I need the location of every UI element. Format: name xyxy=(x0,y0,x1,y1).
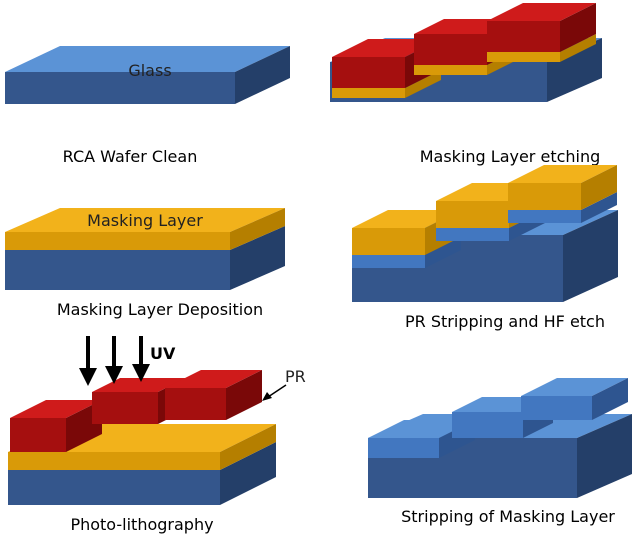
caption-stripping-of-masking-layer: Stripping of Masking Layer xyxy=(401,507,615,526)
panel-masking-layer-etching: Masking Layer etching xyxy=(330,3,602,166)
pr-front-face xyxy=(165,388,226,420)
caption-masking-layer-deposition: Masking Layer Deposition xyxy=(57,300,263,319)
glass-mesa-front xyxy=(452,412,523,438)
pr-front-face xyxy=(487,21,560,52)
caption-rca-wafer-clean: RCA Wafer Clean xyxy=(63,147,198,166)
pr-top-face xyxy=(10,400,102,418)
caption-masking-layer-etching: Masking Layer etching xyxy=(420,147,601,166)
pr-top-face xyxy=(165,370,262,388)
panel-photo-lithography: UV PR Photo-lithography xyxy=(8,336,306,534)
uv-arrow-icon xyxy=(79,336,97,386)
glass-mesa-front xyxy=(352,255,425,268)
glass-mesa-front xyxy=(436,228,509,241)
glass-front-face xyxy=(5,72,235,104)
glass-front-face xyxy=(8,470,220,505)
mask-front-face xyxy=(487,52,560,62)
glass-mesa-front xyxy=(368,438,439,458)
mask-front-face xyxy=(414,65,487,75)
uv-arrow-icon xyxy=(105,336,123,384)
mask-front-face xyxy=(436,201,509,228)
glass-side-face xyxy=(547,38,602,102)
glass-side-face xyxy=(220,442,276,505)
uv-label: UV xyxy=(150,344,176,363)
mask-side-face xyxy=(405,70,441,98)
glass-side-face xyxy=(577,414,632,498)
mask-front-face xyxy=(508,183,581,210)
uv-arrow-icon xyxy=(132,336,150,382)
glass-mesa-side xyxy=(425,237,461,268)
pr-top-face xyxy=(487,3,596,21)
glass-label: Glass xyxy=(128,61,171,80)
pr-pointer-arrow-icon xyxy=(262,384,287,401)
etched-mesa-with-mask xyxy=(508,165,617,223)
photoresist-bar xyxy=(165,370,262,420)
glass-side-face xyxy=(563,210,618,302)
glass-side-face xyxy=(235,46,290,104)
glass-mesa-side xyxy=(592,378,628,420)
glass-mesa-top xyxy=(521,378,628,396)
pr-front-face xyxy=(92,392,158,424)
mask-side-face xyxy=(560,34,596,62)
pr-side-face xyxy=(226,370,262,420)
panel-pr-stripping-hf-etch: PR Stripping and HF etch xyxy=(352,165,618,331)
mask-front-face xyxy=(8,452,220,470)
glass-side-face xyxy=(230,226,285,290)
etched-mesa-with-mask xyxy=(352,210,461,268)
mask-side-face xyxy=(581,165,617,210)
mask-front-face xyxy=(332,88,405,98)
mask-pr-stack xyxy=(487,3,596,62)
glass-mesa-front xyxy=(521,396,592,420)
mask-front-face xyxy=(5,232,230,250)
masking-layer-label: Masking Layer xyxy=(87,211,203,230)
pr-label: PR xyxy=(285,367,306,386)
glass-front-face xyxy=(5,250,230,290)
panel-masking-layer-deposition: Masking Layer Masking Layer Deposition xyxy=(5,208,285,319)
mask-side-face xyxy=(220,424,276,470)
caption-pr-stripping-hf-etch: PR Stripping and HF etch xyxy=(405,312,605,331)
panel-rca-wafer-clean: Glass RCA Wafer Clean xyxy=(5,46,290,166)
glass-mesa-front xyxy=(508,210,581,223)
pr-top-face xyxy=(92,378,186,392)
pr-top-face xyxy=(332,39,441,57)
uv-arrows xyxy=(79,336,150,386)
pr-front-face xyxy=(414,34,487,65)
panel-stripping-of-masking-layer: Stripping of Masking Layer xyxy=(368,378,632,526)
mask-top-face xyxy=(508,165,617,183)
mask-front-face xyxy=(352,228,425,255)
glass-mesa xyxy=(521,378,628,420)
glass-top-face xyxy=(5,46,290,72)
mask-top-face xyxy=(352,210,461,228)
pr-side-face xyxy=(560,3,596,52)
mask-side-face xyxy=(230,208,285,250)
pr-front-face xyxy=(332,57,405,88)
caption-photo-lithography: Photo-lithography xyxy=(70,515,213,534)
pr-front-face xyxy=(10,418,66,452)
mask-top-face xyxy=(5,208,285,232)
glass-mesa-side xyxy=(581,192,617,223)
glass-mesa-top xyxy=(368,420,475,438)
